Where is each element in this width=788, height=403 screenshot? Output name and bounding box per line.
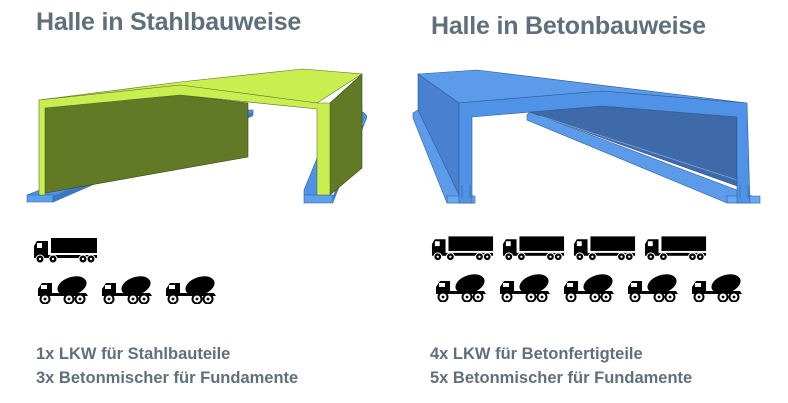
concrete-mixer-truck-icon	[690, 274, 744, 302]
concrete-hall-illustration	[412, 69, 761, 204]
concrete-mixer-truck-icon	[434, 274, 488, 302]
semi-truck-icon	[644, 236, 708, 262]
steel-hall-title: Halle in Stahlbauweise	[36, 8, 302, 36]
concrete-mixer-truck-icon	[562, 274, 616, 302]
concrete-mixer-row	[434, 274, 744, 302]
semi-truck-icon	[502, 236, 566, 262]
steel-right-wall	[329, 73, 363, 196]
concrete-mixer-truck-icon	[36, 276, 90, 304]
steel-hall-illustration	[26, 68, 367, 204]
concrete-mixer-truck-icon	[164, 276, 218, 304]
steel-truck-caption: 1x LKW für Stahlbauteile	[36, 345, 231, 363]
steel-mixer-caption: 3x Betonmischer für Fundamente	[36, 369, 299, 387]
semi-truck-icon	[431, 236, 495, 262]
concrete-truck-row	[431, 236, 708, 262]
concrete-mixer-truck-icon	[100, 276, 154, 304]
concrete-truck-caption: 4x LKW für Betonfertigteile	[430, 345, 643, 363]
concrete-mixer-caption: 5x Betonmischer für Fundamente	[430, 369, 693, 387]
concrete-hall-title: Halle in Betonbauweise	[431, 12, 706, 40]
concrete-hall-caption: 4x LKW für Betonfertigteile 5x Betonmisc…	[430, 342, 692, 390]
steel-mixer-row	[36, 276, 218, 304]
steel-front-frame	[38, 84, 331, 196]
steel-truck-row	[33, 238, 99, 264]
semi-truck-icon	[573, 236, 637, 262]
steel-hall-caption: 1x LKW für Stahlbauteile 3x Betonmischer…	[36, 342, 298, 390]
concrete-mixer-truck-icon	[498, 274, 552, 302]
semi-truck-icon	[33, 238, 99, 264]
concrete-mixer-truck-icon	[626, 274, 680, 302]
concrete-front-frame	[458, 90, 751, 204]
steel-left-wall	[44, 94, 249, 194]
